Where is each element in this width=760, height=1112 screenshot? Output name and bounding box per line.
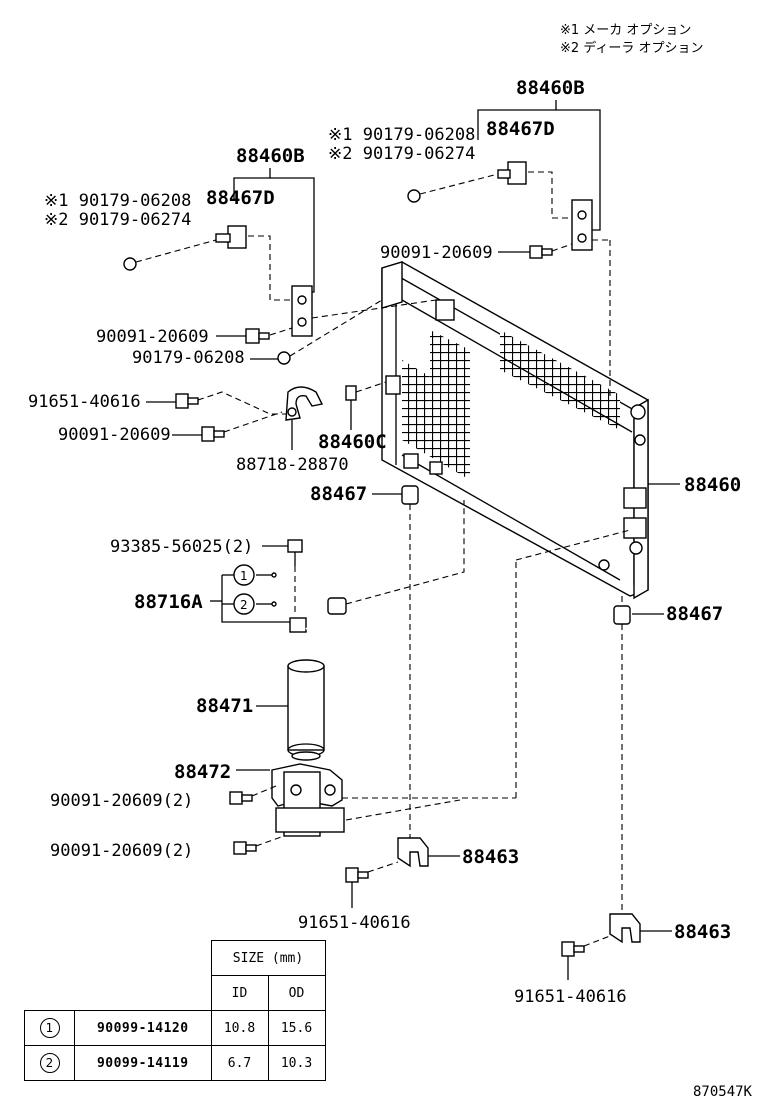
label-90091-mid: 90091-20609 <box>58 425 171 445</box>
bracket-88472 <box>271 763 345 837</box>
svg-text:1: 1 <box>240 569 248 583</box>
label-90091-2a: 90091-20609(2) <box>50 791 193 811</box>
table-row: 2 90099-14119 6.7 10.3 <box>24 1045 326 1081</box>
row-mark: 1 <box>39 1018 60 1038</box>
label-note2-bolt-left: ※2 90179-06274 <box>44 210 191 230</box>
bolt-91651-bottom <box>561 941 585 957</box>
bracket-88460B-left <box>291 285 313 337</box>
row-od: 10.3 <box>267 1045 326 1081</box>
circle-callout-2: 2 <box>233 593 255 615</box>
label-88467-left: 88467 <box>310 483 367 505</box>
bolt-88467D-right <box>497 161 527 185</box>
cushion-88467-left <box>401 485 419 505</box>
row-part-number: 90099-14120 <box>74 1010 212 1046</box>
bolt-91651-mid <box>345 867 369 883</box>
bolt-90091-right <box>529 245 553 259</box>
row-id: 10.8 <box>210 1010 269 1046</box>
bracket-88460B-right <box>571 199 593 251</box>
label-88460C: 88460C <box>318 431 387 453</box>
circle-callout-1: 1 <box>233 564 255 586</box>
row-od: 15.6 <box>267 1010 326 1046</box>
bolt-91651-top <box>175 393 199 409</box>
receiver-88471 <box>287 659 325 761</box>
label-90179: 90179-06208 <box>132 348 245 368</box>
label-91651-mid: 91651-40616 <box>298 913 411 933</box>
bolt-90091-2a <box>229 791 253 805</box>
label-note1-bolt-left: ※1 90179-06208 <box>44 191 191 211</box>
label-88472: 88472 <box>174 761 231 783</box>
label-88460B-left: 88460B <box>236 145 305 167</box>
nut-90179-right <box>407 189 421 203</box>
label-88460: 88460 <box>684 474 741 496</box>
label-91651-top: 91651-40616 <box>28 392 141 412</box>
condenser-88460 <box>381 261 649 600</box>
bolt-90091-2b <box>233 841 257 855</box>
nut-90179 <box>277 351 291 365</box>
cushion-88467-right <box>613 605 631 625</box>
label-88716A: 88716A <box>134 591 203 613</box>
row-id: 6.7 <box>210 1045 269 1081</box>
nut-90179-left <box>123 257 137 271</box>
label-90091-right: 90091-20609 <box>380 243 493 263</box>
label-90091-2b: 90091-20609(2) <box>50 841 193 861</box>
label-88471: 88471 <box>196 695 253 717</box>
bolt-88467D-left <box>215 225 247 249</box>
bracket-88463-right <box>609 913 641 944</box>
note-maker-option: ※1 メーカ オプション <box>560 23 691 38</box>
label-88718: 88718-28870 <box>236 455 349 475</box>
row-part-number: 90099-14119 <box>74 1045 212 1081</box>
harness-88716A <box>289 597 347 644</box>
table-header-od: OD <box>267 975 326 1011</box>
bracket-88718-28870 <box>285 386 324 421</box>
bolt-90091-mid <box>201 426 225 442</box>
bracket-88463-mid <box>397 837 429 868</box>
label-88467D-left: 88467D <box>206 187 275 209</box>
label-93385: 93385-56025(2) <box>110 537 253 557</box>
label-88467-right: 88467 <box>666 603 723 625</box>
label-88463-mid: 88463 <box>462 846 519 868</box>
label-note2-bolt-right: ※2 90179-06274 <box>328 144 475 164</box>
row-mark: 2 <box>39 1053 60 1073</box>
label-88463-right: 88463 <box>674 921 731 943</box>
bolt-90091-left <box>245 328 270 344</box>
label-88460B-right: 88460B <box>516 77 585 99</box>
table-row: 1 90099-14120 10.8 15.6 <box>24 1010 326 1046</box>
svg-text:2: 2 <box>240 598 248 612</box>
table-header-size: SIZE (mm) <box>210 940 326 976</box>
note-dealer-option: ※2 ディーラ オプション <box>560 40 704 56</box>
hose-size-table: SIZE (mm) ID OD 1 90099-14120 10.8 15.6 … <box>24 940 326 1081</box>
label-88467D-right: 88467D <box>486 118 555 140</box>
clip-88460C <box>345 385 357 430</box>
label-90091-left: 90091-20609 <box>96 327 209 347</box>
illustration-code: 870547K <box>692 1084 752 1100</box>
label-note1-bolt-right: ※1 90179-06208 <box>328 125 475 145</box>
table-header-id: ID <box>210 975 269 1011</box>
label-91651-bottom: 91651-40616 <box>514 987 627 1007</box>
screw-93385 <box>287 539 303 566</box>
